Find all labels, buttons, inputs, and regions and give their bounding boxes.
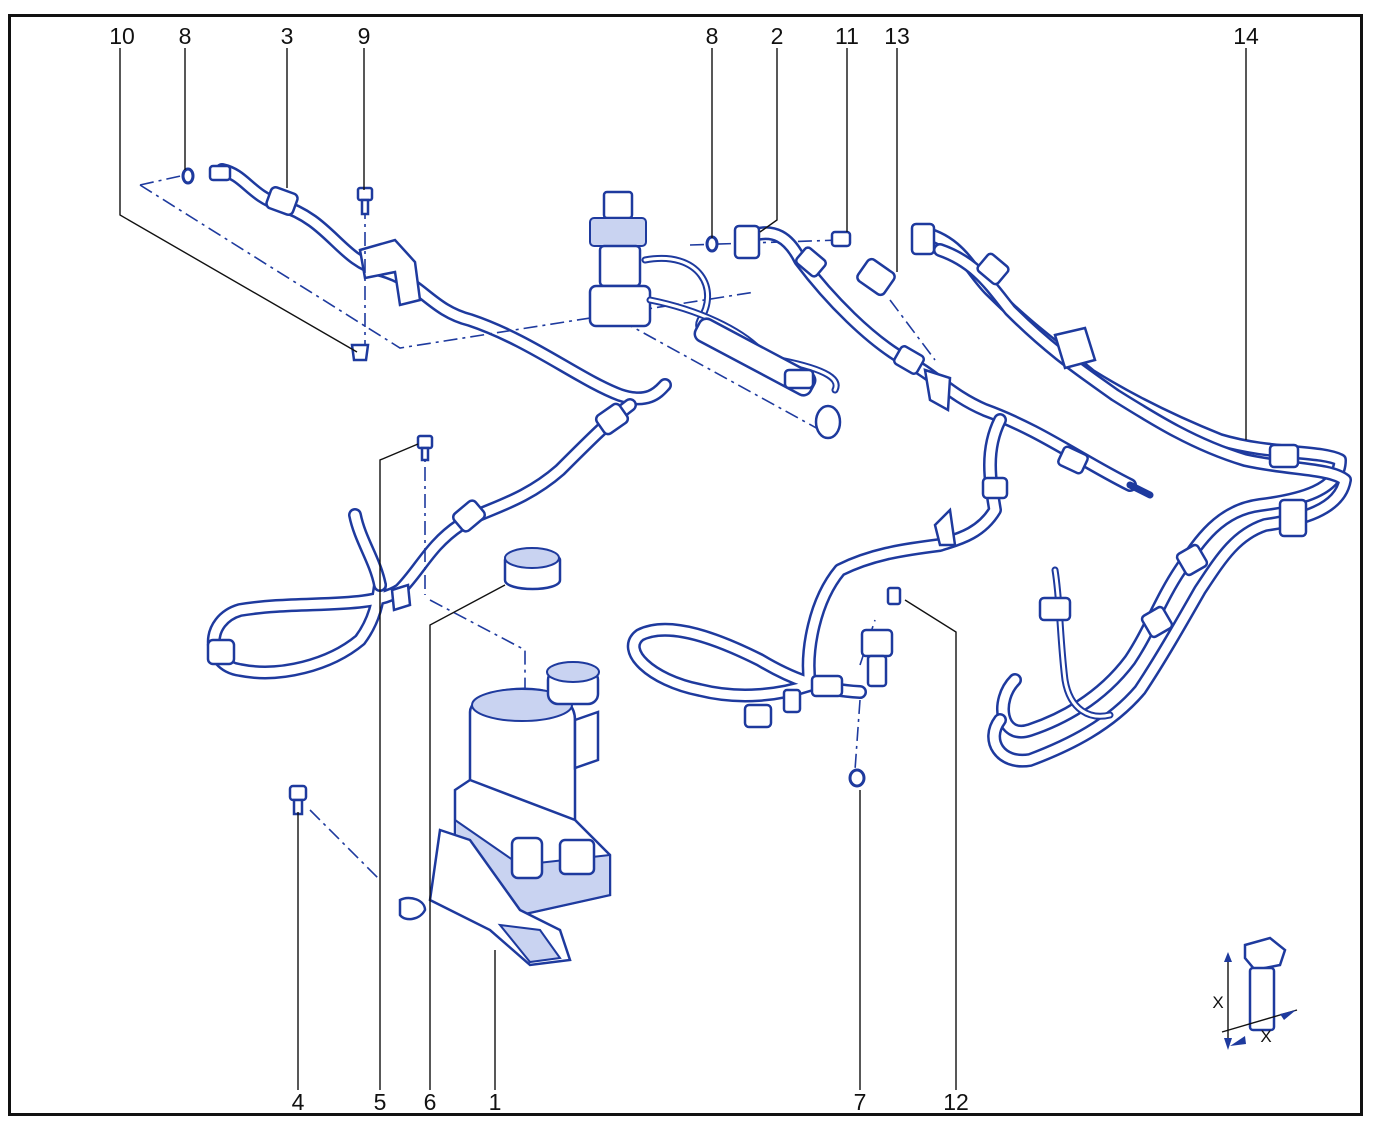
callout-14: 14 [1233,23,1259,49]
bolt-inset [1221,936,1298,1050]
hose-3-bracket [358,238,422,307]
bolt-5 [390,434,434,612]
fitting-11 [830,230,852,248]
callout-5: 5 [374,1089,387,1115]
banjo-fitting [848,586,902,788]
callout-11: 11 [835,23,859,49]
callout-1: 1 [489,1089,502,1115]
callout-labels: 10 8 3 9 8 2 11 13 14 4 5 6 1 7 12 X X [109,23,1271,1115]
bolt-4 [288,784,427,921]
assembly-lines [139,174,936,881]
callout-13: 13 [884,23,910,49]
callout-leaders [119,48,1247,1090]
callout-6: 6 [424,1089,437,1115]
callout-9: 9 [358,23,371,49]
bolt-9 [350,186,374,362]
diagram-frame [8,14,1363,1116]
steering-gear-valve [588,190,842,440]
pressure-hose-2 [733,224,1154,499]
callout-12: 12 [943,1089,969,1115]
callout-3: 3 [281,23,294,49]
callout-2: 2 [771,23,784,49]
callout-10: 10 [109,23,135,49]
hose-assembly-14 [910,222,1352,768]
pressure-hose-2-lower [626,413,1009,729]
adapter-13 [856,257,896,297]
return-hose-3 [206,163,672,680]
electric-pump-1 [428,661,612,967]
o-ring-8-left [181,164,232,185]
callout-4: 4 [292,1089,305,1115]
inset-dim-x-right: X [1260,1027,1271,1046]
reservoir-cap-6 [503,547,562,591]
callout-8-left: 8 [179,23,192,49]
callout-8-right: 8 [706,23,719,49]
o-ring-8-right [705,235,719,253]
inset-dim-x-left: X [1212,993,1223,1012]
callout-7: 7 [854,1089,867,1115]
